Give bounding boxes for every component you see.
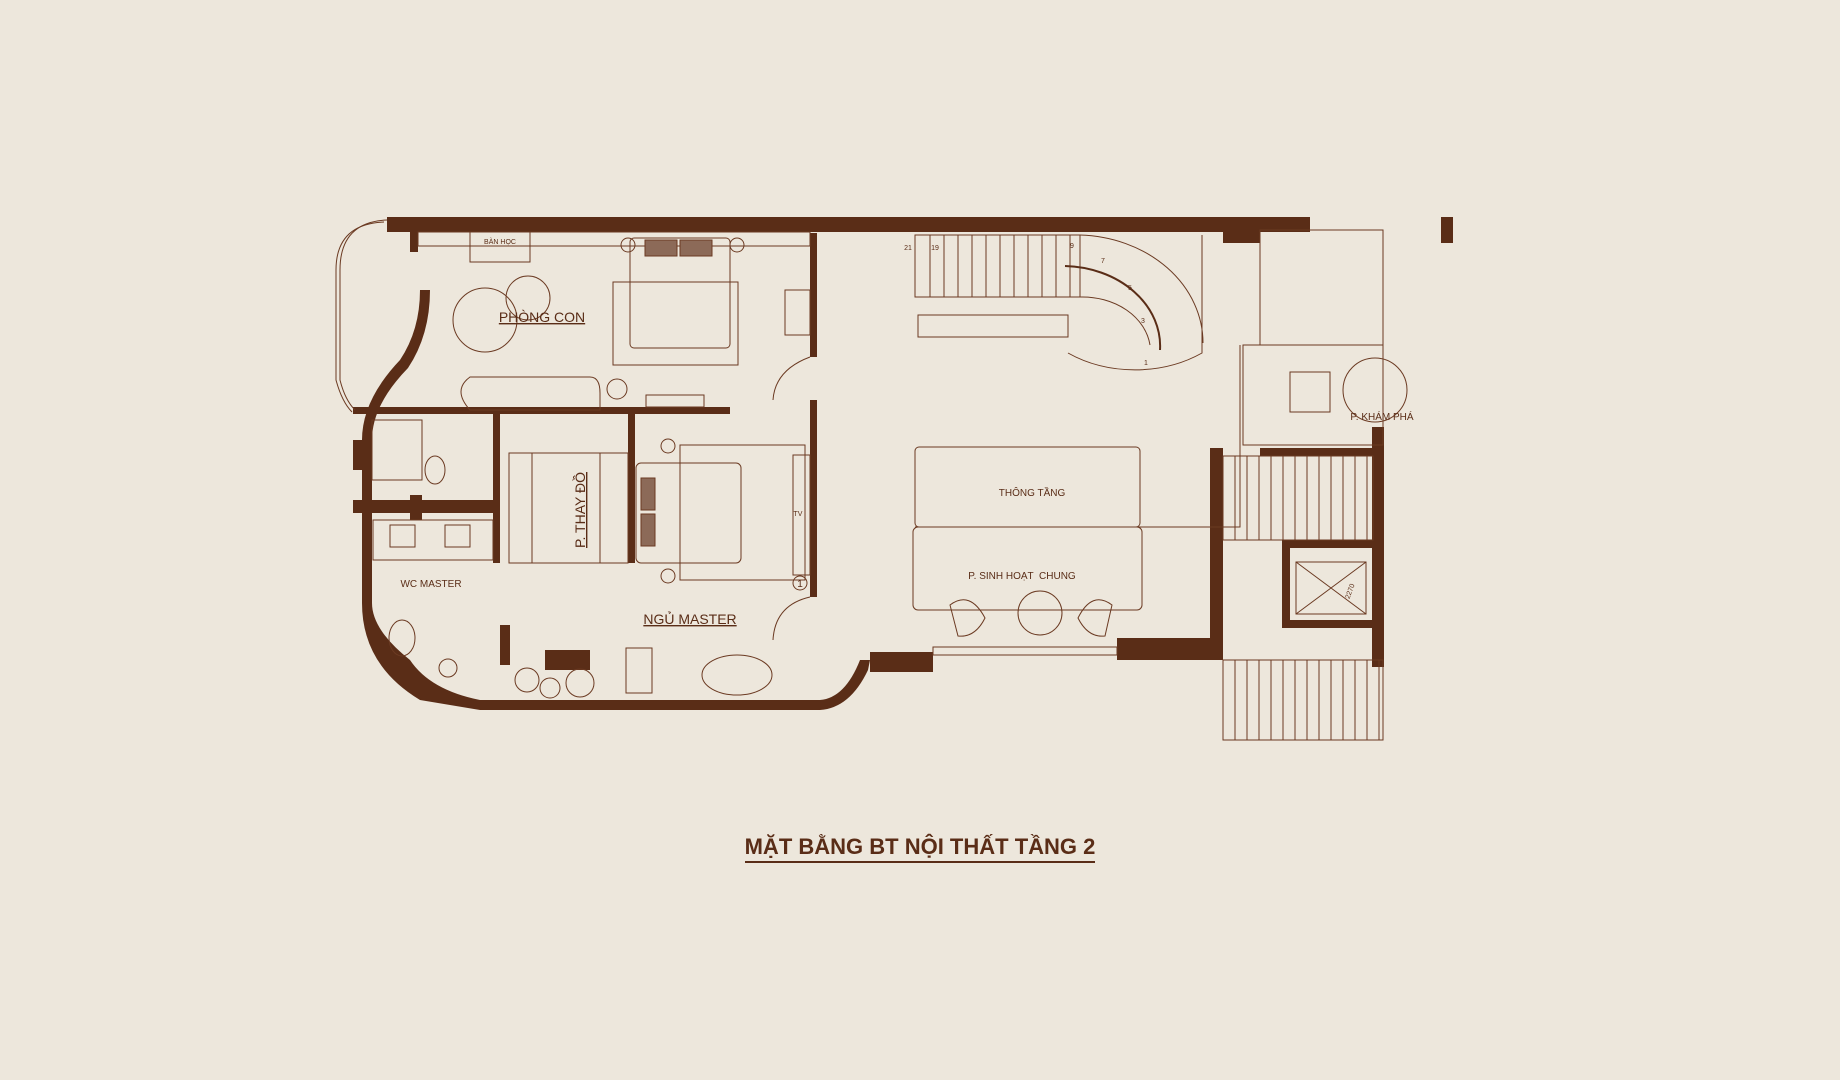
stair-number: 19 [931,245,939,252]
marker-circle [792,575,808,591]
label-thong-tang: THÔNG TẦNG [999,486,1066,499]
label-wc-master: WC MASTER [400,579,461,590]
label-ban-hoc: BÀN HỌC [484,237,516,246]
label-tv: TV [794,511,803,518]
label-ngu-master: NGỦ MASTER [643,610,736,627]
stair-number: 1 [1144,360,1148,367]
label-phong-con: PHÒNG CON [499,309,585,325]
label-thay-do: P. THAY ĐỒ [571,472,588,548]
room-labels: PHÒNG CON BÀN HỌC P. THAY ĐỒ WC MASTER N… [400,237,1413,627]
drawing-title-text: MẶT BẰNG BT NỘI THẤT TẦNG 2 [744,834,1096,863]
label-sinh-hoat-chung: P. SINH HOẠT CHUNG [968,571,1076,582]
label-kham-pha: P. KHÁM PHÁ [1350,410,1413,423]
stair-number: 7 [1101,258,1105,265]
stair-number: 21 [904,245,912,252]
elevator-dimension: 2270 [1345,583,1357,600]
drawing-title: MẶT BẰNG BT NỘI THẤT TẦNG 2 [0,834,1840,863]
walls [353,217,1453,710]
stair-number: 5 [1128,285,1132,292]
stair-number: 3 [1141,318,1145,325]
linework [335,219,1408,741]
marker-number: 1 [797,579,803,590]
stair-number: 9 [1070,243,1074,250]
